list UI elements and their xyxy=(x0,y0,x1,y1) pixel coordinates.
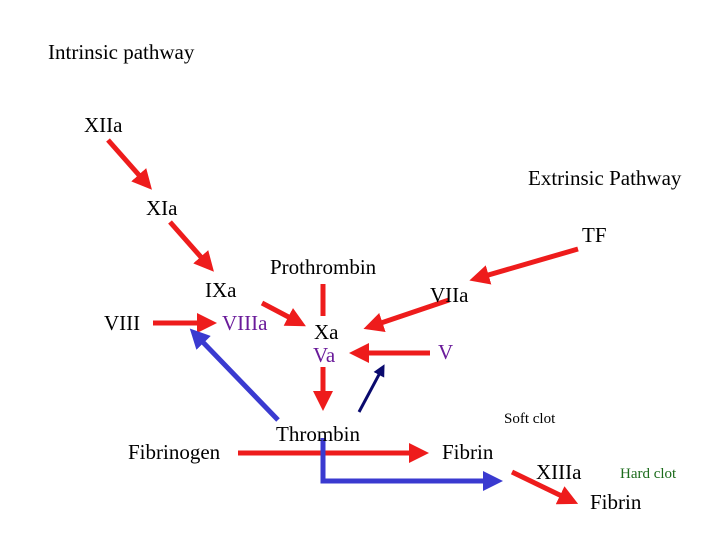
arrow-thrombin-to-xiiia xyxy=(320,438,503,491)
arrow-thrombin-feedback-to-viiia xyxy=(189,328,280,422)
label-fibrinogen: Fibrinogen xyxy=(128,440,221,464)
label-va: Va xyxy=(313,343,336,367)
label-hard-clot: Hard clot xyxy=(620,466,677,482)
label-xia: XIa xyxy=(146,196,178,220)
label-tf: TF xyxy=(582,223,607,247)
label-xa: Xa xyxy=(314,320,339,344)
extrinsic-pathway-title: Extrinsic Pathway xyxy=(528,166,682,190)
label-v: V xyxy=(438,340,454,364)
label-soft-clot: Soft clot xyxy=(504,411,556,427)
arrow-xia-to-ixa xyxy=(168,220,214,272)
label-xiiia: XIIIa xyxy=(536,460,582,484)
label-ixa: IXa xyxy=(205,278,237,302)
label-prothrombin: Prothrombin xyxy=(270,255,377,279)
label-fibrin-hard: Fibrin xyxy=(590,490,642,514)
arrow-xiia-to-xia xyxy=(106,138,152,190)
arrow-xiiia-to-hard-fibrin xyxy=(510,469,579,505)
label-thrombin: Thrombin xyxy=(276,422,360,446)
label-viiia: VIIIa xyxy=(222,311,268,335)
intrinsic-pathway-title: Intrinsic pathway xyxy=(48,40,195,64)
arrow-tf-to-viia xyxy=(469,246,579,285)
arrow-thrombin-feedback-to-va xyxy=(357,364,385,413)
arrow-viia-to-xa xyxy=(363,297,450,332)
label-xiia: XIIa xyxy=(84,113,123,137)
label-viii: VIII xyxy=(104,311,141,335)
label-viia: VIIa xyxy=(430,283,469,307)
arrow-viiia-to-xa xyxy=(260,300,306,327)
label-fibrin-soft: Fibrin xyxy=(442,440,494,464)
